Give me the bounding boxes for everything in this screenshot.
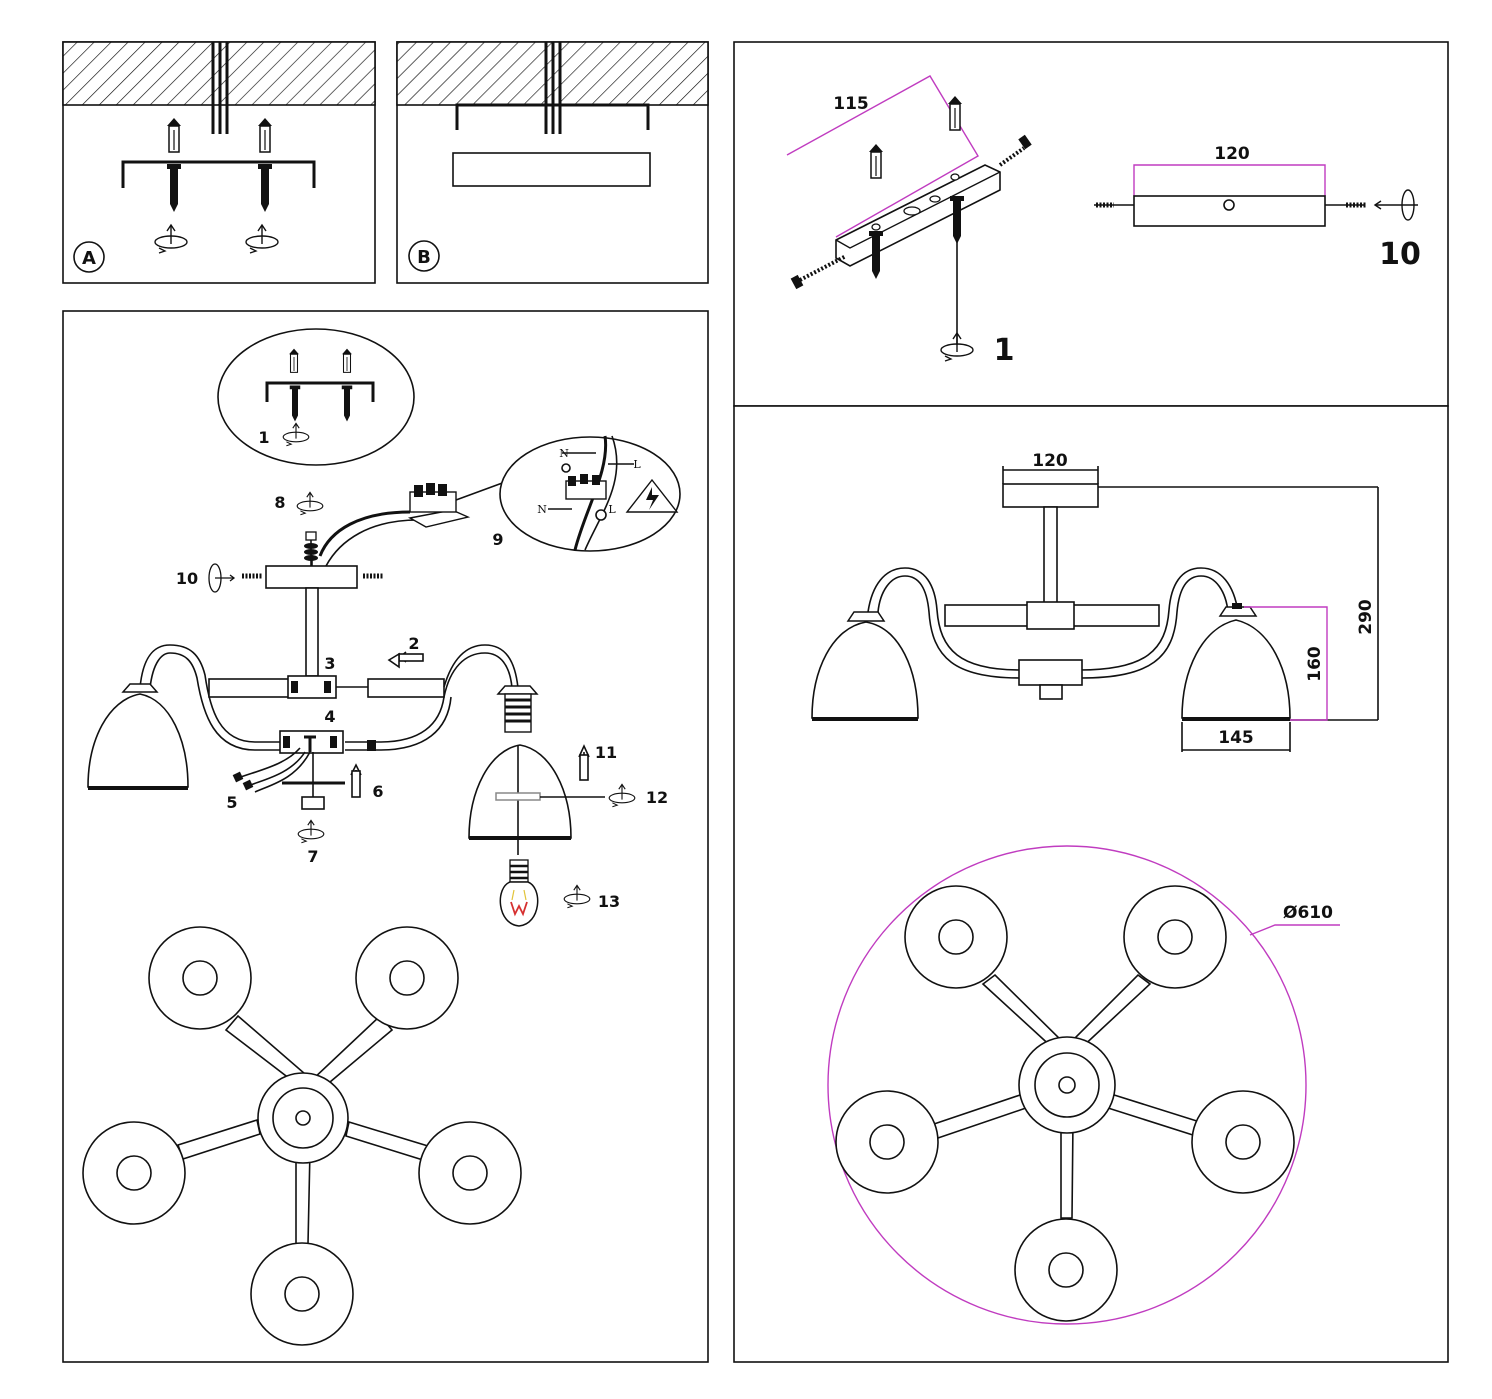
canopy (1002, 483, 1099, 508)
side-screw-icon (790, 134, 1032, 290)
canopy (265, 565, 358, 589)
label-2: 2 (408, 634, 419, 653)
label-10: 10 (176, 569, 198, 588)
top-view-right (835, 885, 1295, 1322)
hub-lower (1018, 659, 1083, 686)
lamp-socket (496, 685, 539, 733)
lightning-warning-icon (625, 478, 679, 513)
label-5: 5 (226, 793, 237, 812)
stem (305, 587, 319, 677)
dimension-120-line (1133, 164, 1326, 196)
wire-n-top: N (559, 447, 569, 460)
wires-icon (544, 42, 562, 134)
step-number-10: 10 (1379, 237, 1421, 272)
overall-diameter-circle (827, 845, 1307, 1325)
arm-sleeve (367, 678, 445, 698)
cap-nut (301, 796, 325, 810)
shade-right (1181, 603, 1291, 721)
dim-total-height: 290 (1356, 599, 1376, 635)
label-4: 4 (324, 707, 335, 726)
label-3: 3 (324, 654, 335, 673)
label-11: 11 (595, 743, 617, 762)
panel-bracket-detail: 115 1 120 (733, 41, 1449, 407)
rotate-side-icon (1373, 189, 1418, 221)
wire-l-bottom: L (608, 503, 616, 516)
label-13: 13 (598, 892, 620, 911)
mounting-bracket (121, 160, 316, 188)
dimension-115: 115 (833, 94, 869, 114)
label-1: 1 (258, 428, 269, 447)
wire-n-bottom: N (537, 503, 547, 516)
label-7: 7 (307, 847, 318, 866)
shade-left (87, 683, 189, 790)
step-letter-a: A (82, 248, 96, 269)
hub-upper (1026, 601, 1075, 630)
wires-icon (211, 42, 229, 134)
bulb-icon (499, 859, 539, 927)
step-letter-b: B (417, 247, 431, 268)
dim-shade-height: 160 (1305, 646, 1325, 682)
label-6: 6 (372, 782, 383, 801)
wire-l-top: L (633, 458, 641, 471)
rotate-side-icon (208, 563, 236, 593)
panel-a: A (62, 41, 376, 284)
dimension-120: 120 (1214, 144, 1250, 164)
arm-sleeve (208, 678, 290, 698)
label-8: 8 (274, 493, 285, 512)
step-number-1: 1 (994, 333, 1015, 368)
shade-left (811, 611, 919, 721)
label-12: 12 (646, 788, 668, 807)
panel-b: B (396, 41, 709, 284)
dim-shade-height-line (1244, 606, 1328, 721)
top-view-left (82, 926, 522, 1346)
dim-shade-diameter: 145 (1218, 728, 1254, 748)
panel-assembly: 1 8 9 N (62, 310, 709, 1363)
shade-exploded (468, 744, 572, 855)
label-9: 9 (492, 530, 503, 549)
wiring-detail: N L N L (499, 435, 681, 552)
detail-ellipse (217, 328, 415, 466)
panel-dimensions: 120 290 160 (733, 405, 1449, 1363)
canopy-plate (452, 152, 651, 187)
mounted-bracket (455, 103, 650, 130)
stem (1043, 506, 1058, 604)
nut-icon (304, 531, 318, 568)
terminal-block-icon (407, 483, 471, 528)
dim-overall-diameter: Ø610 (1283, 903, 1333, 923)
dim-canopy-width: 120 (1032, 451, 1068, 471)
